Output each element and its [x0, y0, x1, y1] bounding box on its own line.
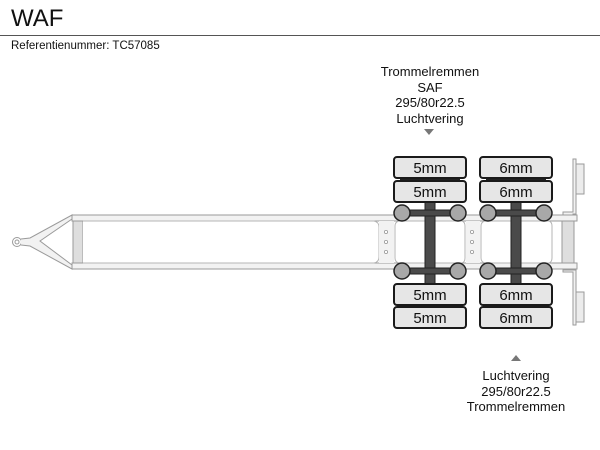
dual-wheel-spacer — [400, 178, 460, 181]
wheel-hub-icon — [393, 204, 411, 222]
dual-wheel-spacer — [486, 178, 546, 181]
arrow-up-icon — [511, 355, 521, 361]
axle-1-brake-type: Trommelremmen — [380, 64, 480, 79]
tire-tread-depth: 6mm — [499, 160, 532, 177]
tire-top-outer[interactable]: 6mm — [479, 156, 553, 179]
tire-top-outer[interactable]: 5mm — [393, 156, 467, 179]
wheel-hub-icon — [449, 204, 467, 222]
tire-tread-depth: 5mm — [413, 287, 446, 304]
axle-2-spec-label: Luchtvering 295/80r22.5 Trommelremmen — [446, 368, 586, 415]
tire-bottom-outer[interactable]: 5mm — [393, 306, 467, 329]
chassis-frame — [71, 214, 578, 270]
tire-tread-depth: 5mm — [413, 310, 446, 327]
axle-1: 5mm 5mm 5mm 5mm — [393, 156, 467, 329]
wheel-hub-icon — [393, 262, 411, 280]
tire-box — [393, 180, 467, 203]
front-crossmember — [72, 220, 84, 264]
tire-top-inner[interactable]: 5mm — [393, 180, 467, 203]
tire-box — [479, 306, 553, 329]
wheel-hub-icon — [535, 204, 553, 222]
axle-1-spec-label: Trommelremmen SAF 295/80r22.5 Luchtverin… — [360, 64, 500, 126]
arrow-down-icon — [424, 129, 434, 135]
axle-2: 6mm 6mm 6mm 6mm — [479, 156, 553, 329]
tire-tread-depth: 5mm — [413, 184, 446, 201]
rear-bumper — [562, 158, 585, 326]
page-title: WAF — [11, 5, 64, 32]
tire-tread-depth: 6mm — [499, 310, 532, 327]
tire-box — [393, 283, 467, 306]
wheel-hub-icon — [479, 204, 497, 222]
wheel-hub-icon — [535, 262, 553, 280]
tire-bottom-inner[interactable]: 6mm — [479, 283, 553, 306]
tire-box — [479, 156, 553, 179]
axle-2-tire-size: 295/80r22.5 — [481, 383, 551, 399]
tire-bottom-inner[interactable]: 5mm — [393, 283, 467, 306]
reference-number: Referentienummer: TC57085 — [11, 40, 160, 52]
header-divider — [0, 35, 600, 36]
tire-box — [479, 180, 553, 203]
rear-crossmember — [561, 220, 575, 264]
axle-2-brake-type: Trommelremmen — [466, 399, 566, 414]
tire-tread-depth: 6mm — [499, 184, 532, 201]
tire-top-inner[interactable]: 6mm — [479, 180, 553, 203]
drawbar — [12, 214, 73, 270]
tire-box — [393, 306, 467, 329]
tire-box — [393, 156, 467, 179]
axle-1-suspension: Luchtvering — [396, 110, 464, 126]
axle-1-tire-size: 295/80r22.5 — [395, 95, 465, 110]
wheel-hub-icon — [479, 262, 497, 280]
axle-2-suspension: Luchtvering — [482, 368, 550, 383]
axle-1-brand: SAF — [417, 79, 443, 95]
tire-box — [479, 283, 553, 306]
tire-tread-depth: 5mm — [413, 160, 446, 177]
tire-tread-depth: 6mm — [499, 287, 532, 304]
wheel-hub-icon — [449, 262, 467, 280]
tire-bottom-outer[interactable]: 6mm — [479, 306, 553, 329]
